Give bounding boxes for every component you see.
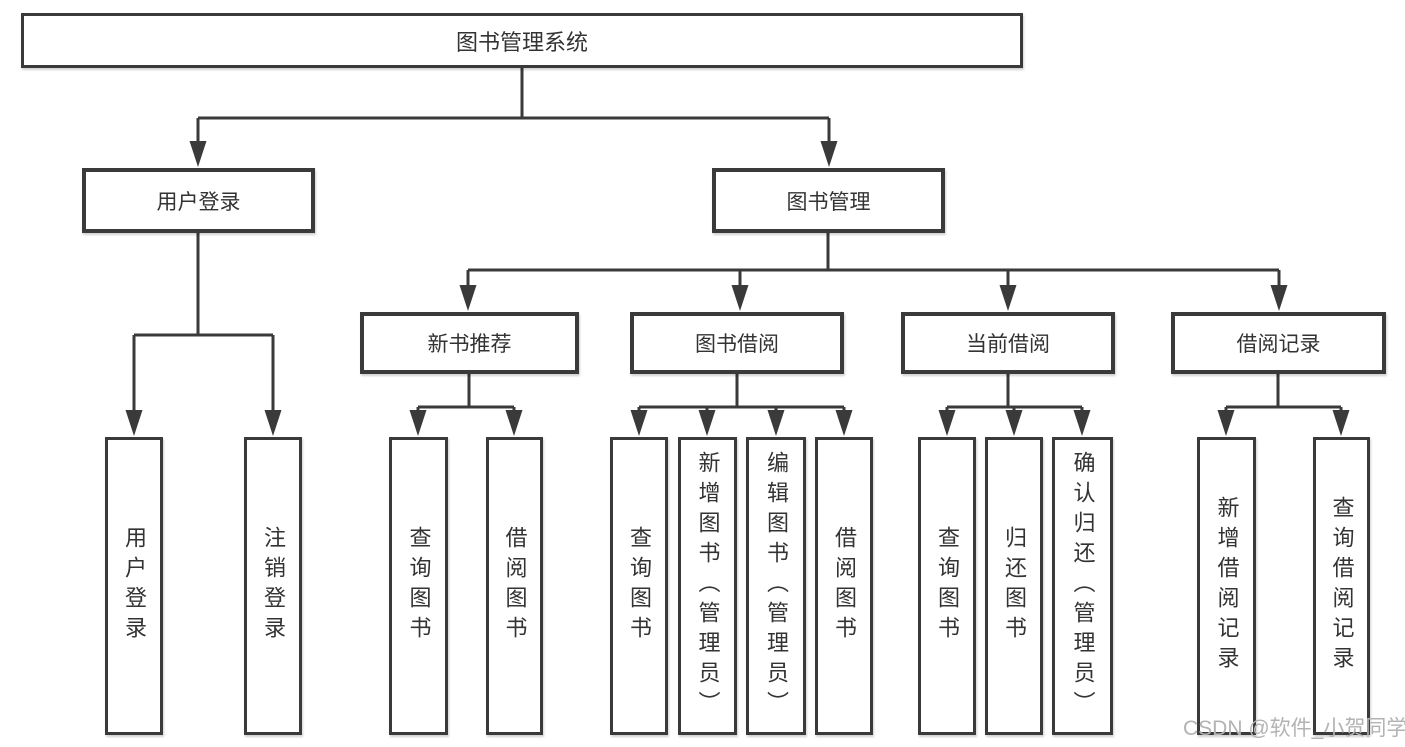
node-borrow-records: 借阅记录 <box>1171 312 1386 374</box>
leaf-borrow-query-book: 查询图书 <box>610 437 668 735</box>
node-book-management: 图书管理 <box>712 168 945 233</box>
leaf-records-query-record: 查询借阅记录 <box>1313 437 1370 735</box>
connector-book-borrow <box>637 374 846 414</box>
connector-book-management <box>466 233 1281 289</box>
node-root-label: 图书管理系统 <box>455 29 588 55</box>
leaf-borrow-borrow-book: 借阅图书 <box>815 437 873 735</box>
arrowhead <box>505 410 523 436</box>
arrowhead <box>731 285 749 311</box>
arrowhead <box>1005 410 1023 436</box>
leaf-borrow-borrow-book-label: 借阅图书 <box>832 526 857 646</box>
node-book-borrow: 图书借阅 <box>630 312 844 374</box>
connector-root <box>196 68 831 144</box>
arrowhead <box>1073 410 1091 436</box>
leaf-recommend-borrow-book: 借阅图书 <box>486 437 543 735</box>
leaf-recommend-query-book: 查询图书 <box>389 437 448 735</box>
leaf-logout-label: 注销登录 <box>261 526 286 646</box>
arrowhead <box>189 141 207 167</box>
node-borrow-records-label: 借阅记录 <box>1236 333 1321 356</box>
arrowhead <box>1217 410 1235 436</box>
leaf-records-add-record: 新增借阅记录 <box>1197 437 1256 735</box>
leaf-borrow-edit-book-admin-label: 编辑图书（管理员） <box>764 451 789 721</box>
arrowhead <box>630 410 648 436</box>
arrowhead <box>820 141 838 167</box>
node-root: 图书管理系统 <box>21 13 1023 68</box>
arrowhead <box>1270 285 1288 311</box>
node-current-borrow-label: 当前借阅 <box>966 333 1050 356</box>
arrowhead <box>409 410 427 436</box>
leaf-borrow-add-book-admin-label: 新增图书（管理员） <box>695 451 721 721</box>
node-book-management-label: 图书管理 <box>786 190 871 214</box>
leaf-borrow-add-book-admin: 新增图书（管理员） <box>678 437 737 735</box>
watermark: CSDN @软件_小贺同学 <box>1183 717 1405 740</box>
leaf-user-login: 用户登录 <box>105 437 163 735</box>
arrowhead <box>767 410 785 436</box>
node-user-login: 用户登录 <box>82 168 315 233</box>
connector-current-borrow <box>945 374 1084 414</box>
leaf-user-login-label: 用户登录 <box>122 526 147 646</box>
leaf-borrow-edit-book-admin: 编辑图书（管理员） <box>746 437 806 735</box>
arrowhead <box>1332 410 1350 436</box>
leaf-records-add-record-label: 新增借阅记录 <box>1214 496 1240 676</box>
arrowhead <box>459 285 477 311</box>
arrowhead <box>698 410 716 436</box>
arrowhead <box>264 410 282 436</box>
leaf-logout: 注销登录 <box>244 437 302 735</box>
arrowhead <box>938 410 956 436</box>
leaf-recommend-query-book-label: 查询图书 <box>406 526 432 646</box>
connector-borrow-records <box>1224 374 1343 414</box>
leaf-recommend-borrow-book-label: 借阅图书 <box>502 526 528 646</box>
node-user-login-label: 用户登录 <box>156 190 241 214</box>
connector-new-book-recommend <box>416 374 516 414</box>
arrowhead <box>125 410 143 436</box>
arrowhead <box>835 410 853 436</box>
connector-user-login <box>132 233 275 414</box>
node-current-borrow: 当前借阅 <box>901 312 1115 374</box>
leaf-current-query-book: 查询图书 <box>918 437 976 735</box>
leaf-records-query-record-label: 查询借阅记录 <box>1329 496 1355 676</box>
leaf-borrow-query-book-label: 查询图书 <box>627 526 652 646</box>
node-new-book-recommend: 新书推荐 <box>360 312 579 374</box>
leaf-current-return-book: 归还图书 <box>985 437 1043 735</box>
node-new-book-recommend-label: 新书推荐 <box>427 333 512 356</box>
leaf-current-confirm-return-admin: 确认归还（管理员） <box>1052 437 1113 735</box>
leaf-current-confirm-return-admin-label: 确认归还（管理员） <box>1070 451 1096 721</box>
node-book-borrow-label: 图书借阅 <box>695 333 779 356</box>
leaf-current-query-book-label: 查询图书 <box>935 526 960 646</box>
leaf-current-return-book-label: 归还图书 <box>1002 526 1027 646</box>
arrowhead <box>999 285 1017 311</box>
